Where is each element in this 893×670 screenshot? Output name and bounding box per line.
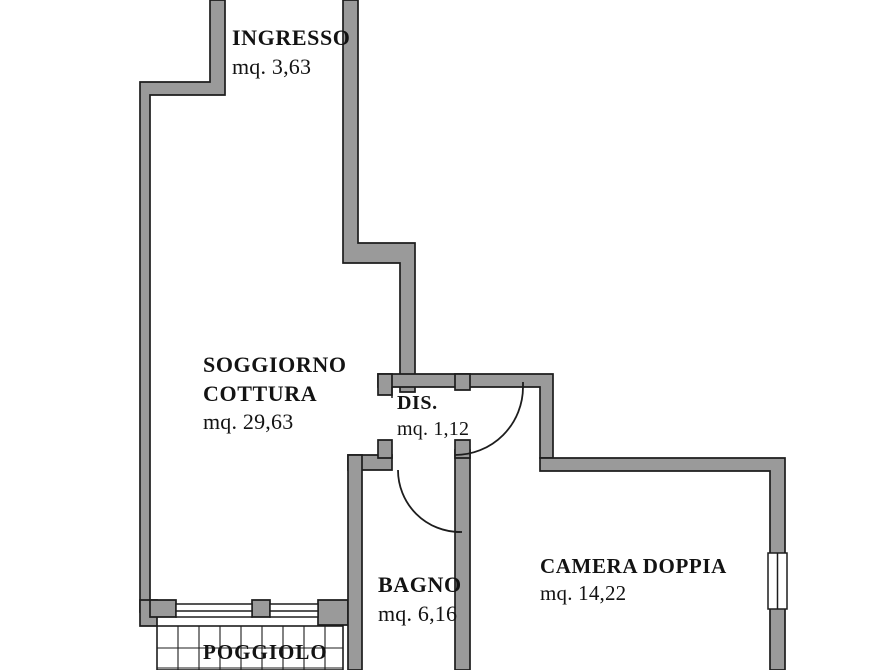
room-area-dis: mq. 1,12 — [397, 418, 470, 440]
room-name-dis: DIS. — [397, 392, 438, 414]
room-name-bagno: BAGNO — [378, 572, 462, 597]
dis-bagno-walls — [347, 439, 471, 670]
room-name-soggiorno: SOGGIORNO — [203, 352, 347, 377]
room-name-poggiolo: POGGIOLO — [203, 640, 328, 664]
door-arc-bagno — [397, 469, 462, 533]
room-label-poggiolo: POGGIOLO — [203, 639, 328, 666]
balcony-sliding-doors — [175, 603, 319, 618]
room-label-ingresso: INGRESSO mq. 3,63 — [232, 24, 351, 81]
balcony-tile-grid — [156, 625, 344, 670]
room-label-soggiorno: SOGGIORNO COTTURA mq. 29,63 — [203, 351, 347, 437]
camera-window — [767, 552, 788, 610]
room-name-soggiorno-line2: COTTURA — [203, 380, 318, 406]
ingresso-right-wall — [342, 0, 416, 393]
room-area-soggiorno: mq. 29,63 — [203, 409, 294, 435]
room-name-camera-doppia: CAMERA DOPPIA — [540, 554, 727, 578]
door-arc-camera — [454, 382, 524, 456]
camera-doppia-walls — [539, 457, 786, 670]
room-label-camera-doppia: CAMERA DOPPIA mq. 14,22 — [540, 553, 727, 608]
perimeter-walls — [139, 0, 349, 627]
room-area-camera-doppia: mq. 14,22 — [540, 581, 627, 606]
room-label-dis: DIS. mq. 1,12 — [397, 390, 469, 442]
room-label-bagno: BAGNO mq. 6,16 — [378, 571, 462, 628]
room-name-ingresso: INGRESSO — [232, 25, 351, 50]
room-area-bagno: mq. 6,16 — [378, 600, 458, 626]
room-area-ingresso: mq. 3,63 — [232, 53, 312, 79]
